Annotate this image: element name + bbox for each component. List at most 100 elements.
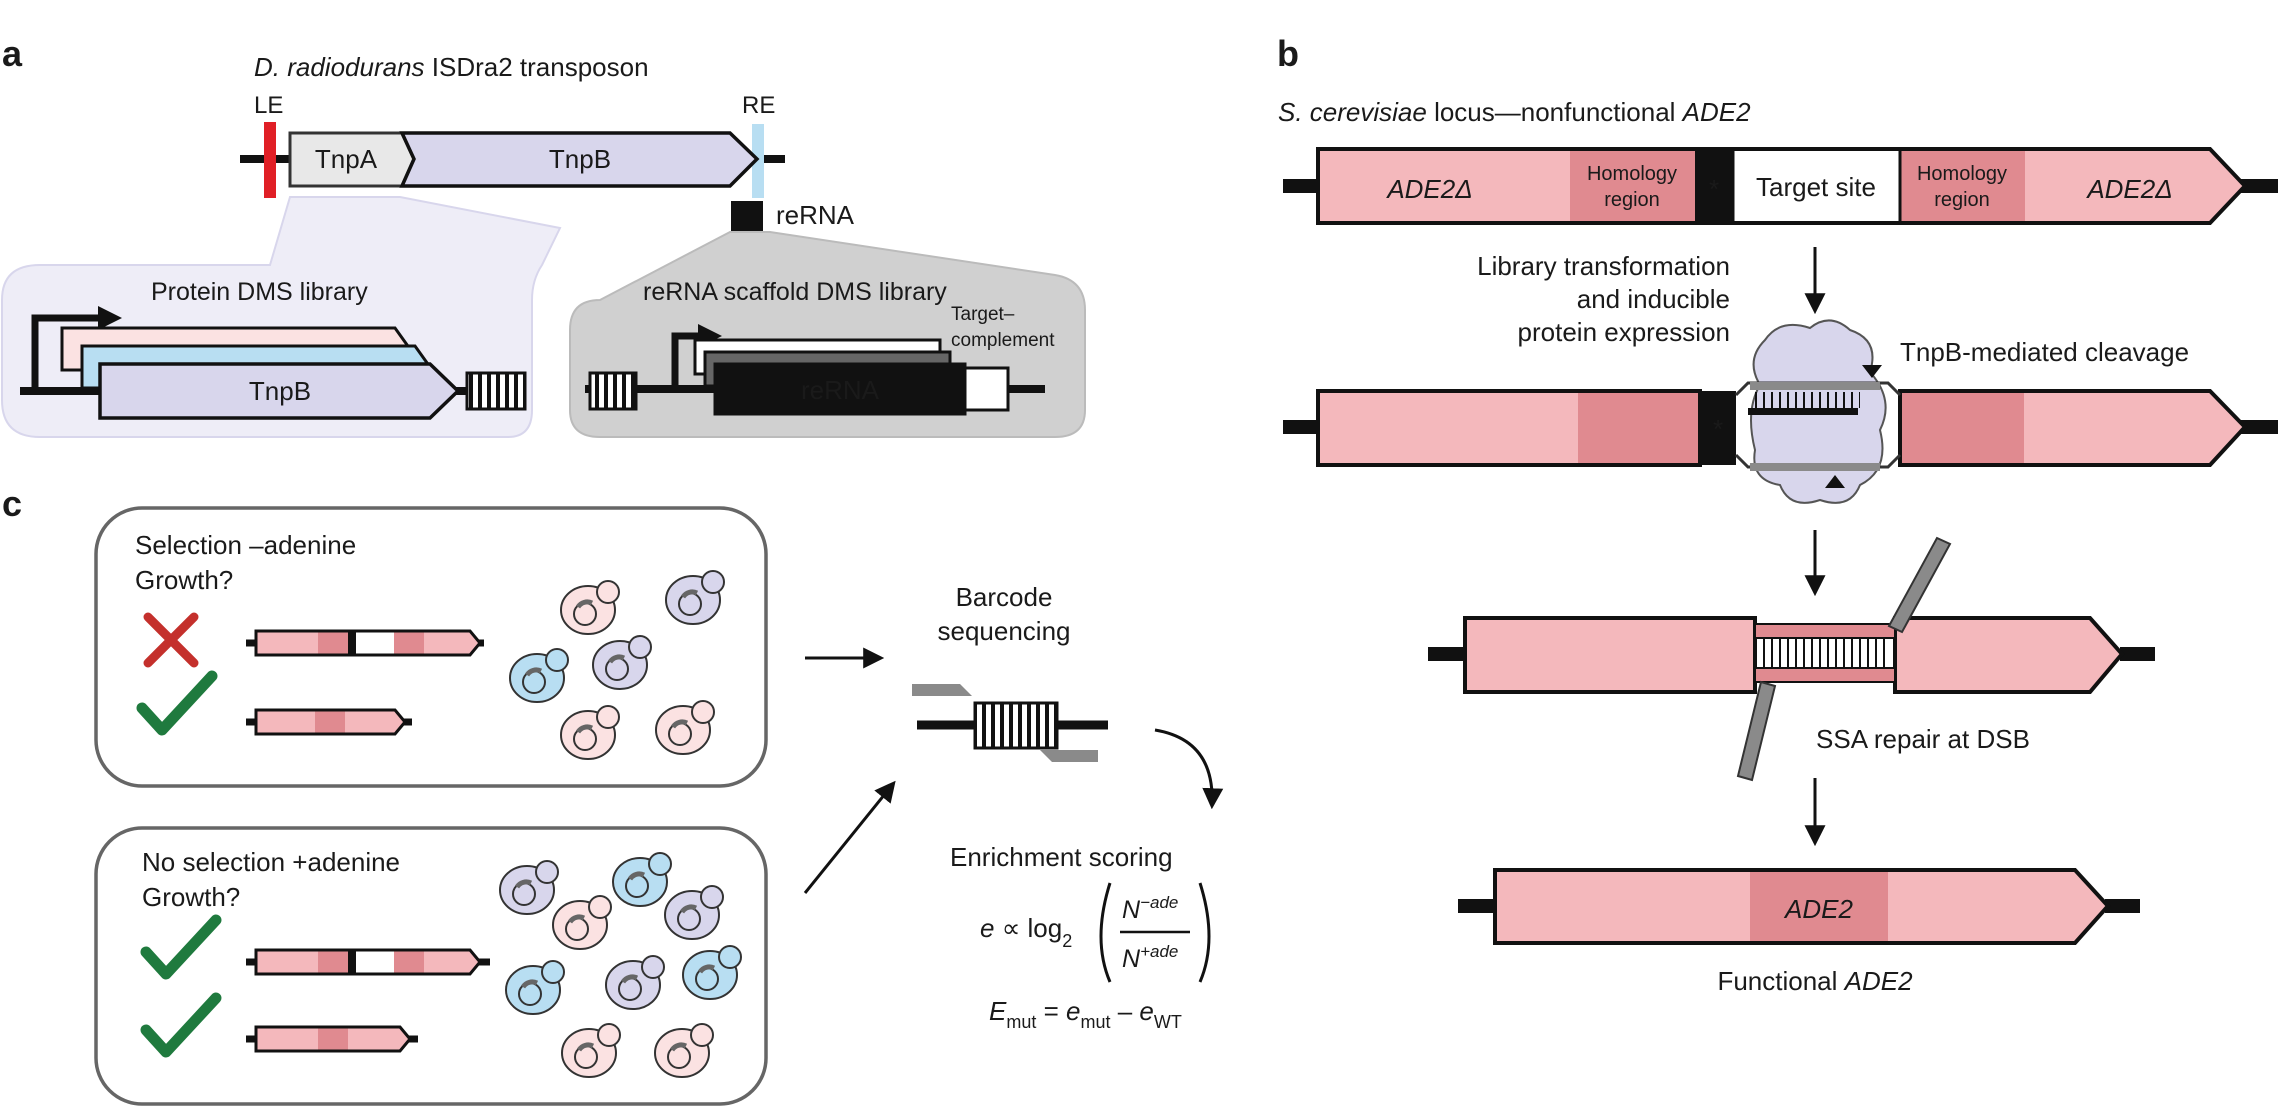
cleavage-site-top <box>1862 365 1882 378</box>
cleavage-label: TnpB-mediated cleavage <box>1900 337 2189 367</box>
seq-to-scoring-arrow <box>1154 728 1224 810</box>
sel-uncut-homology-right <box>394 631 424 655</box>
protein-library-tnpb-label: TnpB <box>249 376 311 406</box>
step1-line3: protein expression <box>1518 317 1730 347</box>
le-marker <box>264 122 276 198</box>
protein-promoter-arrow <box>31 314 100 391</box>
eq-log-base: 2 <box>1062 931 1072 951</box>
sel-repaired-outline <box>254 708 407 736</box>
barcode-seq-line1: Barcode <box>956 582 1053 612</box>
tnpb-gene <box>399 131 760 188</box>
enrichment-formula-lhs: e ∝ log2 <box>980 913 1072 951</box>
locus2-homology-left <box>1578 393 1698 463</box>
target-strand-top <box>1750 382 1880 390</box>
locus3-left-segment <box>1463 616 1757 694</box>
sel-uncut-target <box>356 631 394 655</box>
protein-promoter-arrowhead <box>98 306 122 330</box>
locus1-homology-left-line2: region <box>1604 189 1660 211</box>
barcode-sequence <box>973 701 1059 750</box>
eq2-E: E <box>989 996 1007 1026</box>
locus1-homology-right <box>1900 149 2025 223</box>
locus2-homology-right <box>1902 393 2024 463</box>
eq2-sub-mut: mut <box>1006 1012 1036 1032</box>
re-marker <box>752 124 764 198</box>
nosel-repaired-outline <box>254 1025 412 1053</box>
locus1-target-site <box>1733 149 1900 223</box>
sel-repaired-homology <box>315 710 345 734</box>
transposon-title: D. radiodurans ISDra2 transposon <box>254 52 649 82</box>
locus4-outline <box>1493 868 2111 945</box>
protein-barcode <box>465 371 527 411</box>
locus4-ade2-label: ADE2 <box>1783 894 1853 924</box>
eq-denominator: N+ade <box>1122 942 1178 973</box>
locus1-homology-right-line1: Homology <box>1917 163 2007 185</box>
locus-description: locus—nonfunctional <box>1427 97 1683 127</box>
functional-label: Functional ADE2 <box>1717 966 1913 996</box>
rerna-box-label: reRNA <box>801 375 880 405</box>
eq-e: e <box>980 913 994 943</box>
ssa-annealing <box>1760 638 1890 668</box>
growth-check-icon-3 <box>140 992 222 1058</box>
transposon-name: ISDra2 transposon <box>425 52 649 82</box>
reverse-primer <box>1040 750 1098 762</box>
locus1-homology-left <box>1570 149 1695 223</box>
eq-num-n: N <box>1122 896 1141 924</box>
sel-uncut-pam <box>348 631 356 655</box>
locus1-target-site-label: Target site <box>1756 172 1876 202</box>
nosel-uncut-pam <box>348 950 356 974</box>
eq-paren-right <box>1198 882 1211 983</box>
eq-den-sup: +ade <box>1140 942 1178 961</box>
target-strand-bottom <box>1750 463 1880 471</box>
forward-primer <box>912 684 972 696</box>
step1-line2: and inducible <box>1577 284 1730 314</box>
eq-paren-left <box>1099 882 1112 983</box>
selection-label: Selection –adenine <box>135 530 356 560</box>
step1-line1: Library transformation <box>1477 251 1730 281</box>
locus-gene: ADE2 <box>1681 97 1751 127</box>
locus1-ade2delta-left: ADE2Δ <box>1385 174 1472 204</box>
eq2-sub-wt: WT <box>1154 1012 1182 1032</box>
no-growth-cross-icon <box>143 612 199 668</box>
tnpb-label: TnpB <box>549 144 611 174</box>
rerna-library-label: reRNA scaffold DMS library <box>643 278 947 306</box>
selection-growth-label: Growth? <box>135 565 233 595</box>
nosel-uncut-outline <box>254 948 482 976</box>
nosel-uncut-homology-left <box>318 950 348 974</box>
target-complement-line2: complement <box>951 330 1055 351</box>
le-label: LE <box>254 92 283 119</box>
locus2-pam-block <box>1700 391 1736 465</box>
ssa-flap-top <box>1887 536 1952 634</box>
locus1-pam-block <box>1695 149 1733 223</box>
ssa-flap-bottom <box>1736 680 1777 782</box>
nosel-uncut-target <box>356 950 394 974</box>
barcode-seq-line2: sequencing <box>938 616 1071 646</box>
locus1-homology-left-line1: Homology <box>1587 163 1677 185</box>
rerna-label: reRNA <box>776 200 855 230</box>
target-complement-line1: Target– <box>951 304 1015 325</box>
eq-numerator: N−ade <box>1122 893 1178 924</box>
eq-prop-log: ∝ log <box>994 913 1062 943</box>
eq-den-n: N <box>1122 945 1141 973</box>
rerna-block <box>731 201 763 231</box>
ssa-top-strand <box>1754 623 1896 639</box>
panel-a-letter: a <box>2 33 23 74</box>
noselection-to-seq-arrow <box>803 780 896 894</box>
tnpa-label: TnpA <box>315 144 378 174</box>
rerna-variant-scaffold <box>713 362 967 416</box>
cleavage-site-bottom <box>1825 475 1845 488</box>
locus1-star: * <box>1709 174 1719 204</box>
eq2-equals: = <box>1036 996 1066 1026</box>
protein-library-label: Protein DMS library <box>151 278 368 306</box>
functional-word: Functional <box>1717 966 1844 996</box>
sel-uncut-homology-left <box>318 631 348 655</box>
protein-variant-tnpb <box>98 362 461 420</box>
transposon-species: D. radiodurans <box>254 52 425 82</box>
sel-uncut-outline <box>254 629 482 657</box>
nosel-uncut-homology-right <box>394 950 424 974</box>
eq2-e-wt: e <box>1139 996 1153 1026</box>
locus1-ade2delta-right: ADE2Δ <box>2085 174 2172 204</box>
rerna-pairing <box>1750 392 1860 408</box>
enrichment-label: Enrichment scoring <box>950 842 1173 872</box>
ssa-bottom-strand <box>1754 667 1896 683</box>
